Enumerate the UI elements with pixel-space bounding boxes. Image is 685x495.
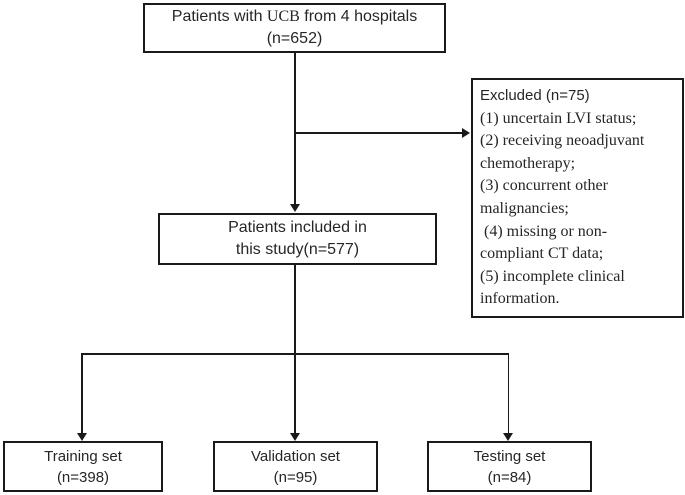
node-testing-set: Testing set (n=84) [427, 441, 592, 492]
training-count: (n=398) [56, 468, 110, 486]
connector-to-training [81, 353, 83, 433]
connector-branch-to-excluded [294, 132, 463, 134]
connector-to-validation [294, 354, 296, 433]
node-validation-set: Validation set (n=95) [213, 441, 378, 492]
node-excluded: Excluded (n=75) (1) uncertain LVI status… [471, 78, 684, 318]
connector-source-to-included [294, 53, 296, 204]
included-line-1: Patients included in [228, 219, 367, 236]
source-text-suffix: from 4 hospitals [299, 8, 418, 25]
included-line-2: this study(n=577) [235, 241, 360, 258]
arrowhead-down-included-icon [289, 204, 300, 212]
source-line-1: Patients with UCB from 4 hospitals [172, 6, 417, 28]
arrowhead-right-excluded-icon [462, 127, 470, 138]
excluded-criterion-2: (2) receiving neoadjuvant [480, 132, 645, 150]
node-source-patients: Patients with UCB from 4 hospitals (n=65… [143, 3, 446, 53]
source-acronym: UCB [266, 8, 300, 25]
validation-count: (n=95) [273, 468, 318, 486]
source-text-prefix: Patients with [171, 8, 267, 25]
connector-distribution-bar [81, 353, 509, 355]
connector-to-testing [507, 353, 509, 433]
excluded-criterion-5b: information. [480, 290, 560, 308]
testing-label: Testing set [473, 447, 546, 465]
testing-count: (n=84) [487, 468, 532, 486]
arrowhead-down-testing-icon [503, 433, 514, 441]
excluded-criterion-5: (5) incomplete clinical [480, 267, 625, 285]
training-label: Training set [44, 447, 122, 465]
arrowhead-down-training-icon [76, 433, 87, 441]
node-training-set: Training set (n=398) [3, 441, 163, 492]
arrowhead-down-validation-icon [289, 433, 300, 441]
excluded-criterion-4: (4) missing or non- [480, 222, 608, 240]
excluded-criterion-2b: chemotherapy; [480, 154, 576, 172]
excluded-header: Excluded (n=75) [480, 87, 590, 104]
excluded-criterion-3b: malignancies; [480, 199, 569, 217]
excluded-criterion-3: (3) concurrent other [480, 177, 608, 195]
source-count: (n=652) [266, 30, 323, 47]
node-included-patients: Patients included in this study(n=577) [158, 213, 437, 265]
excluded-criterion-1: (1) uncertain LVI status; [480, 109, 637, 127]
validation-label: Validation set [251, 447, 340, 465]
excluded-criterion-4b: compliant CT data; [480, 245, 604, 263]
connector-included-to-split [294, 265, 296, 354]
